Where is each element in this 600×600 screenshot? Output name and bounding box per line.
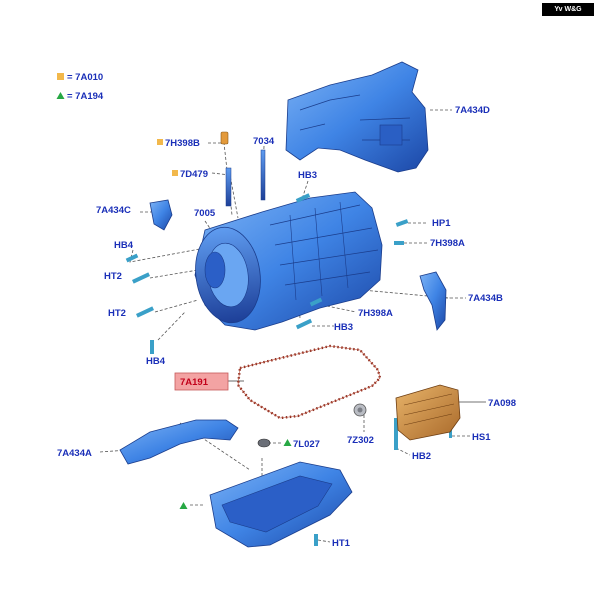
label-7005: 7005 — [194, 208, 216, 219]
bolt-HB4-upper — [125, 253, 139, 263]
label-7A434A: 7A434A — [57, 448, 92, 459]
bolts — [125, 193, 452, 546]
label-7Z302: 7Z302 — [347, 435, 374, 446]
label-HB2: HB2 — [412, 451, 431, 462]
label-HT1: HT1 — [332, 538, 351, 549]
label-7A098: 7A098 — [488, 398, 516, 409]
bolt-HT2-upper — [131, 272, 151, 284]
part-7034-tube — [260, 149, 266, 201]
part-7A434D-heat-shield — [285, 61, 429, 173]
part-7A434A-shield — [119, 419, 239, 465]
bolt-HS1 — [449, 426, 452, 438]
triangle-icon-7L027 — [283, 439, 292, 446]
leader-lines — [99, 109, 486, 543]
brand-badge: Yv W&G — [542, 3, 594, 16]
part-7H398B-sensor — [220, 131, 229, 145]
bolt-7H398A-right — [394, 241, 404, 245]
part-7A434B-bracket — [419, 271, 447, 331]
label-7H398A-right: 7H398A — [430, 238, 465, 249]
label-7034: 7034 — [253, 136, 275, 147]
part-7D479-sensor — [225, 167, 232, 207]
part-7A098-valve-body — [395, 384, 461, 441]
highlight-7A191 — [174, 372, 229, 391]
label-HS1: HS1 — [472, 432, 491, 443]
bolt-HB3-lower — [295, 318, 313, 330]
part-7Z302-connector — [353, 403, 367, 417]
label-7A434D: 7A434D — [455, 105, 490, 116]
label-7A191: 7A191 — [180, 377, 209, 388]
label-7H398B: 7H398B — [165, 138, 200, 149]
legend-triangle-icon — [56, 92, 65, 99]
triangle-icon-pan — [179, 502, 188, 509]
bolt-HB3-upper — [295, 193, 311, 203]
label-HT2-lower: HT2 — [108, 308, 126, 319]
bolt-7H398A-bottom — [309, 297, 323, 307]
bolt-HB4-lower — [150, 340, 154, 354]
label-HP1: HP1 — [432, 218, 451, 229]
bolt-HB2 — [394, 418, 398, 450]
legend-item-7A194: = 7A194 — [67, 91, 104, 102]
part-oil-pan — [179, 461, 353, 548]
legend: = 7A010 = 7A194 — [56, 72, 104, 102]
part-7005-transmission-case — [194, 191, 383, 331]
legend-square-icon — [57, 73, 64, 80]
label-7A434C: 7A434C — [96, 205, 131, 216]
label-HB4-lower: HB4 — [146, 356, 166, 367]
label-HB4-upper: HB4 — [114, 240, 134, 251]
bolt-HP1 — [395, 219, 409, 227]
label-7D479: 7D479 — [180, 169, 208, 180]
legend-item-7A010: = 7A010 — [67, 72, 103, 83]
label-HB3-lower: HB3 — [334, 322, 353, 333]
label-HB3-upper: HB3 — [298, 170, 317, 181]
label-HT2-upper: HT2 — [104, 271, 122, 282]
part-labels: 7A434D 7H398B 7034 7D479 HB3 7A434C 7005… — [57, 105, 516, 549]
label-7H398A-bottom: 7H398A — [358, 308, 393, 319]
part-7A191-gasket — [236, 344, 382, 420]
bolt-HT1 — [314, 534, 318, 546]
bolt-HT2-lower — [135, 306, 155, 318]
square-icon-7D479 — [172, 170, 178, 176]
label-7A434B: 7A434B — [468, 293, 503, 304]
square-icon-7H398B — [157, 139, 163, 145]
part-7A434C-bracket — [149, 199, 173, 231]
part-7L027-plug — [257, 438, 292, 448]
label-7L027: 7L027 — [293, 439, 320, 450]
